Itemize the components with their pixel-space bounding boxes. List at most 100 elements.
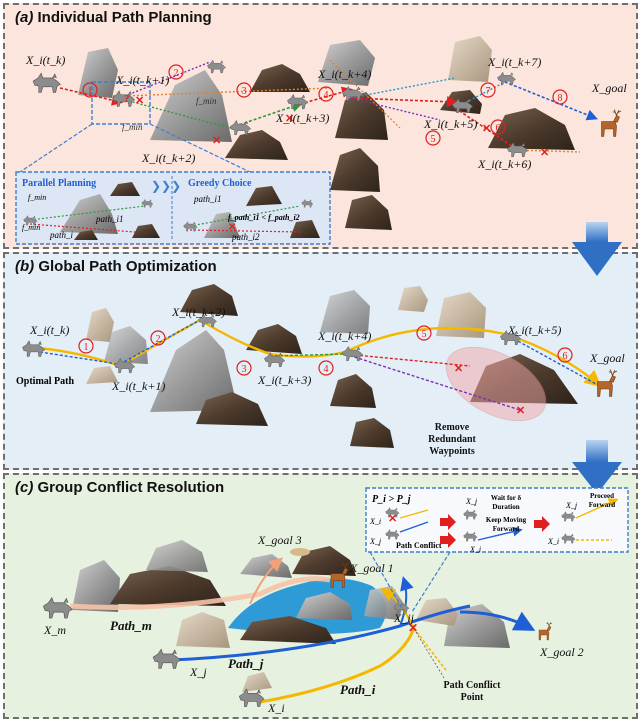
inset-parallel-greedy: Parallel Planning Greedy Choice ❯❯❯ f_mi…	[15, 123, 331, 245]
inset-xj-b: X_j	[465, 497, 478, 506]
priority-rule: P_i > P_j	[372, 494, 411, 505]
svg-text:✕: ✕	[135, 95, 144, 107]
svg-text:✕: ✕	[516, 405, 525, 417]
arrow-right-icon	[440, 532, 456, 548]
inset-path-i1: path_i1	[95, 214, 124, 224]
inset-proceed-2: Forward	[589, 501, 616, 509]
uncertain-mark: ?	[124, 93, 130, 105]
label-state-tk4: X_i(t_k+4)	[317, 67, 371, 81]
transition-arrow-icon	[572, 222, 622, 276]
label-goal: X_goal	[589, 351, 625, 365]
goal-2-icon	[538, 621, 553, 641]
inset-wait-1: Wait for δ	[491, 494, 522, 502]
label-fmin: f_min	[196, 96, 217, 106]
label-state-tk7: X_i(t_k+7)	[487, 55, 541, 69]
inset-xj-c: X_j	[565, 501, 578, 510]
label-state-tk6: X_i(t_k+6)	[477, 157, 531, 171]
label-state-tk1: X_i(t_k+1)	[115, 73, 169, 87]
wolf-agent-icon	[287, 94, 309, 110]
svg-text:✕: ✕	[454, 363, 463, 375]
label-agent-m: X_m	[43, 623, 66, 637]
gray-rock	[318, 40, 375, 86]
remove-label-1: Remove	[435, 422, 470, 433]
chevron-right-icon: ❯❯❯	[151, 179, 181, 193]
step-6: 6	[496, 123, 501, 134]
label-path-j: Path_j	[228, 656, 264, 671]
dark-rock	[345, 195, 392, 230]
inset-fmin: f_min	[28, 193, 46, 202]
sand-rock	[448, 36, 492, 82]
transition-arrow-icon	[572, 440, 622, 494]
panel-b-illustration: ✕ ✕ 1 2 3 4 5 6	[16, 284, 625, 494]
wolf-agent-j-icon	[152, 648, 181, 669]
step-2: 2	[156, 334, 161, 345]
gray-rock	[78, 48, 118, 98]
step-6: 6	[563, 351, 568, 362]
inset-path-i: path_i	[49, 230, 74, 240]
inset-path-i2: path_i2	[231, 232, 260, 242]
panel-a-illustration: ✕ ✕ ✕ ✕ ✕ 1 2 3	[15, 36, 627, 276]
remove-label-3: Waypoints	[429, 446, 475, 457]
label-path-m: Path_m	[110, 618, 152, 633]
remove-label-2: Redundant	[428, 434, 476, 445]
inset-parallel-label: Parallel Planning	[22, 178, 96, 189]
inset-proceed-1: Proceed	[590, 492, 614, 500]
wolf-agent-m-icon	[43, 597, 73, 619]
label-state-tk2: X_i(t_k+2)	[171, 305, 225, 319]
svg-text:✕: ✕	[228, 222, 236, 233]
label-goal-2: X_goal 2	[539, 645, 584, 659]
step-1: 1	[88, 86, 93, 97]
step-3: 3	[242, 364, 247, 375]
step-8: 8	[558, 93, 563, 104]
dark-rock	[225, 130, 288, 160]
wolf-agent-icon	[32, 72, 61, 93]
label-goal: X_goal	[591, 81, 627, 95]
inset-greedy-label: Greedy Choice	[188, 178, 252, 189]
conflict-point-label-2: Point	[461, 692, 484, 703]
label-agent-ij: X_ij	[393, 611, 415, 625]
dark-rock	[250, 64, 310, 92]
label-state-tk2: X_i(t_k+2)	[141, 151, 195, 165]
step-4: 4	[324, 90, 329, 101]
inset-xj-a: X_j	[369, 537, 382, 546]
panel-a-title: (a) Individual Path Planning	[15, 9, 212, 26]
inset-xi-c: X_i	[547, 537, 559, 546]
step-4: 4	[324, 364, 329, 375]
inset-keep-2: Forward	[493, 525, 520, 533]
label-state-tk5: X_i(t_k+5)	[507, 323, 561, 337]
inset-wait-2: Duration	[492, 503, 519, 511]
svg-text:✕: ✕	[388, 513, 397, 525]
wolf-agent-icon	[207, 59, 226, 74]
arrow-right-icon	[440, 514, 456, 530]
inset-xi-a: X_i	[369, 517, 381, 526]
svg-text:✕: ✕	[212, 135, 221, 147]
gray-rock	[150, 70, 232, 142]
dark-rock	[330, 148, 380, 192]
conflict-point-label-1: Path Conflict	[444, 680, 502, 691]
goal-3-icon	[290, 548, 310, 556]
label-state-tk: X_i(t_k)	[25, 53, 65, 67]
inset-xi-b: X_i	[469, 545, 481, 554]
label-state-tk4: X_i(t_k+4)	[317, 329, 371, 343]
label-state-tk5: X_i(t_k+5)	[423, 117, 477, 131]
label-path-i: Path_i	[340, 682, 376, 697]
inset-formula: f_path_i1 < f_path_i2	[228, 213, 300, 222]
step-5: 5	[431, 134, 436, 145]
panel-c-illustration: ✕ X_m X_j X_i X_goal 3 X_goal 1 X_goal 2…	[43, 487, 629, 715]
inset-path-conflict: Path Conflict	[396, 541, 442, 550]
inset-path-i1-b: path_i1	[193, 194, 222, 204]
label-agent-i: X_i	[267, 701, 285, 715]
inset-fmin-2: f_min	[22, 223, 40, 232]
arrow-right-icon	[534, 516, 550, 532]
label-state-tk3: X_i(t_k+3)	[275, 111, 329, 125]
svg-text:✕: ✕	[482, 123, 491, 135]
label-state-tk: X_i(t_k)	[29, 323, 69, 337]
step-2: 2	[174, 68, 179, 79]
dark-rock	[488, 108, 575, 150]
step-5: 5	[422, 329, 427, 340]
svg-text:✕: ✕	[408, 621, 418, 635]
inset-conflict-rules: P_i > P_j ✕ X_i X_j Path Conflict X_j X_…	[365, 487, 629, 613]
panel-c-title: (c) Group Conflict Resolution	[15, 479, 225, 496]
